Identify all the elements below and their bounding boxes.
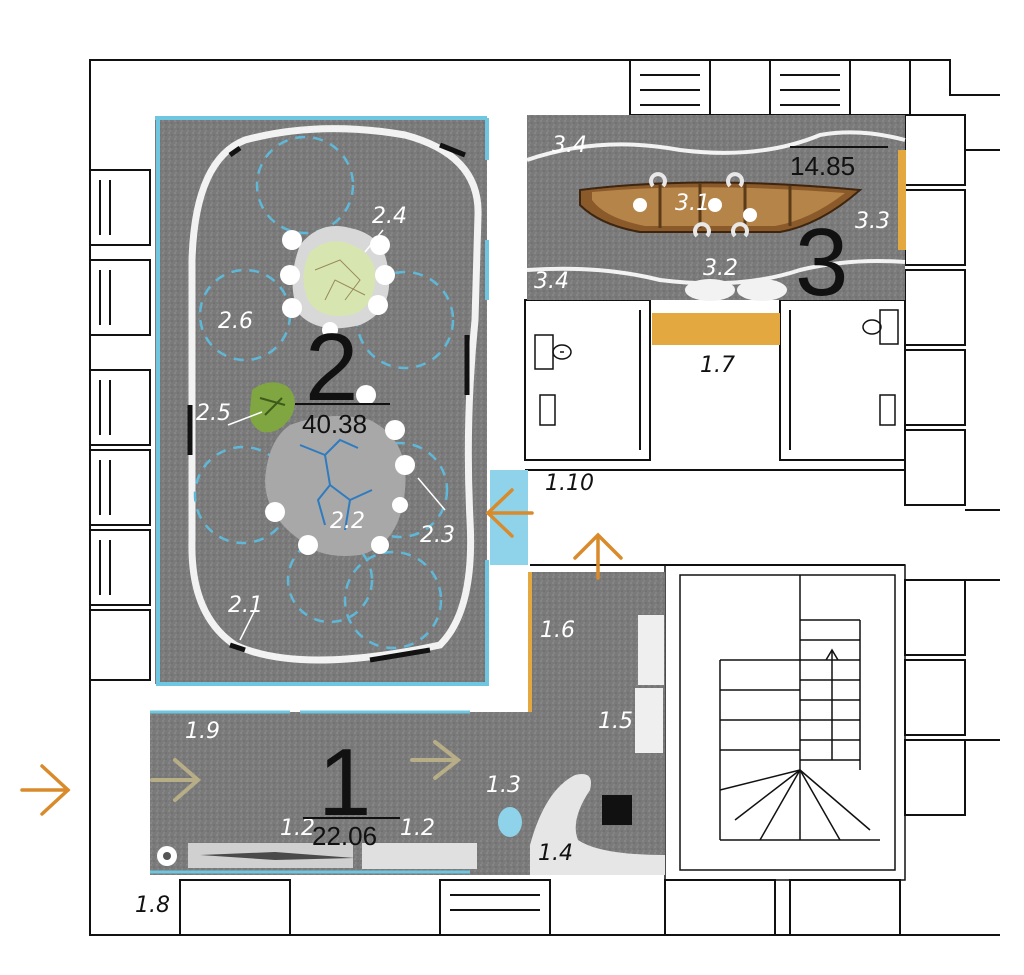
label-2-1: 2.1 — [228, 593, 263, 618]
doorway-2 — [490, 470, 528, 565]
label-2-5: 2.5 — [196, 401, 231, 426]
label-1-2a: 1.2 — [280, 816, 315, 841]
room-area-1: 22.06 — [312, 821, 377, 851]
label-3-3: 3.3 — [855, 209, 890, 234]
label-3-1: 3.1 — [675, 191, 710, 216]
label-1-10: 1.10 — [545, 471, 594, 496]
entry-arrow-icon — [20, 488, 623, 816]
label-1-8: 1.8 — [135, 893, 170, 918]
label-2-2: 2.2 — [330, 509, 365, 534]
label-1-7: 1.7 — [700, 353, 735, 378]
label-1-9: 1.9 — [185, 719, 220, 744]
label-2-6: 2.6 — [218, 309, 253, 334]
label-3-4b: 3.4 — [534, 269, 569, 294]
room-1: 1.9 1.6 1.5 1.3 1.2 1.2 1 22.06 — [150, 572, 665, 875]
label-1-4: 1.4 — [538, 841, 573, 866]
room-number-3: 3 — [795, 209, 848, 316]
label-3-4a: 3.4 — [552, 133, 587, 158]
label-1-3: 1.3 — [486, 773, 521, 798]
label-1-2b: 1.2 — [400, 816, 435, 841]
room-area-2: 40.38 — [302, 409, 367, 439]
room-number-1: 1 — [318, 729, 371, 836]
room-3: 3.4 3.1 3.2 3.3 3.4 14.85 3 — [526, 115, 906, 316]
label-1-6: 1.6 — [540, 618, 575, 643]
room-area-3: 14.85 — [790, 151, 855, 181]
staircase — [664, 564, 906, 881]
panel-1-7 — [652, 313, 780, 345]
label-2-3: 2.3 — [420, 523, 455, 548]
label-1-5: 1.5 — [598, 709, 633, 734]
label-3-2: 3.2 — [703, 256, 738, 281]
toilet-icon — [534, 309, 899, 426]
outer-walls — [89, 59, 1000, 936]
label-2-4: 2.4 — [372, 204, 407, 229]
room-2: 2.4 2.6 2.5 2.2 2.3 2.1 2 40.38 — [155, 116, 489, 686]
